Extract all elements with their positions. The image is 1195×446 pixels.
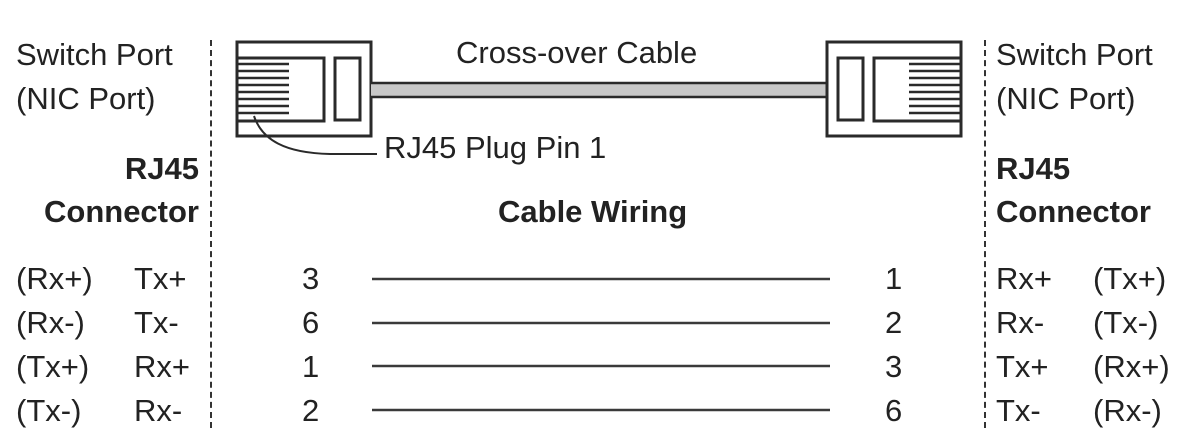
right-signal-3: Tx+ xyxy=(996,349,1049,384)
right-connector-line1: RJ45 xyxy=(996,151,1071,186)
left-signal-1: Tx+ xyxy=(134,261,187,296)
cable-icon xyxy=(371,81,827,99)
left-device-alt-label: (NIC Port) xyxy=(16,81,156,116)
right-pin-1: 1 xyxy=(885,261,903,296)
pin1-label: RJ45 Plug Pin 1 xyxy=(384,130,607,165)
left-connector-line2: Connector xyxy=(44,194,199,229)
left-signal-4: Rx- xyxy=(134,393,183,428)
cable-wiring-heading: Cable Wiring xyxy=(498,194,688,229)
left-alt-signal-4: (Tx-) xyxy=(16,393,82,428)
pin1-leader-line xyxy=(253,115,377,155)
right-connector-line2: Connector xyxy=(996,194,1151,229)
left-rj45-plug-icon xyxy=(235,40,373,138)
left-alt-signal-3: (Tx+) xyxy=(16,349,90,384)
left-pin-1: 3 xyxy=(302,261,320,296)
right-pin-4: 6 xyxy=(885,393,903,428)
right-alt-signal-2: (Tx-) xyxy=(1093,305,1159,340)
right-rj45-plug-icon xyxy=(825,40,963,138)
left-pin-4: 2 xyxy=(302,393,320,428)
wiring-lines xyxy=(372,277,830,412)
right-pin-3: 3 xyxy=(885,349,903,384)
left-signal-2: Tx- xyxy=(134,305,179,340)
right-device-label: Switch Port xyxy=(996,37,1153,72)
left-signal-3: Rx+ xyxy=(134,349,190,384)
left-alt-signal-2: (Rx-) xyxy=(16,305,85,340)
left-connector-line1: RJ45 xyxy=(124,151,199,186)
left-pin-2: 6 xyxy=(302,305,320,340)
right-alt-signal-1: (Tx+) xyxy=(1093,261,1167,296)
right-device-alt-label: (NIC Port) xyxy=(996,81,1136,116)
left-pin-3: 1 xyxy=(302,349,320,384)
right-signal-2: Rx- xyxy=(996,305,1045,340)
right-signal-1: Rx+ xyxy=(996,261,1052,296)
right-pin-2: 2 xyxy=(885,305,903,340)
left-device-label: Switch Port xyxy=(16,37,173,72)
left-separator xyxy=(210,40,212,428)
left-alt-signal-1: (Rx+) xyxy=(16,261,93,296)
right-signal-4: Tx- xyxy=(996,393,1041,428)
right-separator xyxy=(984,40,986,428)
cable-title: Cross-over Cable xyxy=(456,35,698,70)
right-alt-signal-3: (Rx+) xyxy=(1093,349,1170,384)
right-alt-signal-4: (Rx-) xyxy=(1093,393,1162,428)
